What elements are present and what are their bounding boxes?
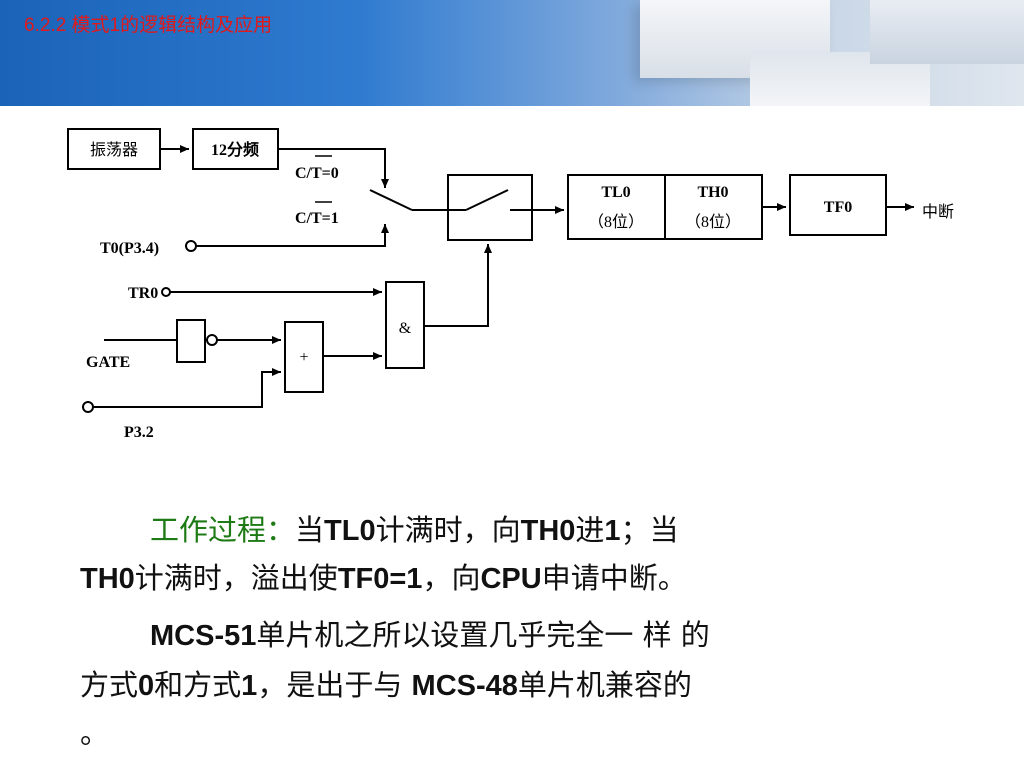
and-gate-label: & — [399, 320, 412, 337]
text-run: 进 — [575, 513, 605, 547]
timer-mode1-logic-diagram: 振荡器 12分频 C/T=0 C/T=1 T0(P3.4) TR0 GATE P… — [67, 128, 954, 441]
decorative-cube — [870, 0, 1024, 64]
tf0-label: TF0 — [824, 199, 852, 216]
wire — [93, 368, 281, 408]
text-run: 方式 — [80, 668, 139, 702]
text-run: 1 — [241, 670, 258, 702]
text-run: CPU — [480, 563, 542, 595]
ct-switch — [369, 189, 413, 211]
text-run: 申请中断。 — [541, 561, 687, 595]
text-run: 计满时，向 — [375, 513, 521, 547]
text-run: 计满时，溢出使 — [134, 561, 338, 595]
t0-pin-label: T0(P3.4) — [100, 240, 159, 257]
divider-label: 12分频 — [211, 140, 259, 159]
text-run: ；当 — [620, 513, 679, 547]
text-run: TL0 — [324, 515, 376, 547]
control-switch-box — [447, 174, 533, 241]
text-run: 单片机兼容的 — [517, 668, 692, 702]
slide-title: 6.2.2 模式1的逻辑结构及应用 — [24, 15, 273, 36]
ct1-label: C/T=1 — [295, 210, 339, 227]
th0-label: TH0 — [697, 184, 728, 201]
text-run: 和方式 — [154, 668, 242, 702]
tl0-bits-label: （8位） — [588, 213, 644, 231]
interrupt-label: 中断 — [922, 203, 954, 221]
text-run: MCS-48 — [411, 670, 518, 702]
th0-bits-label: （8位） — [685, 213, 741, 231]
ct0-label: C/T=0 — [295, 165, 339, 182]
tr0-terminal — [161, 287, 171, 297]
paragraph-1-line-2: TH0计满时，溢出使TF0=1，向CPU申请中断。 — [80, 553, 687, 604]
tf0-box — [789, 174, 887, 236]
not-gate — [176, 319, 206, 363]
gate-label: GATE — [86, 354, 130, 371]
process-label: 工作过程： — [150, 513, 296, 547]
text-run: MCS-51 — [150, 620, 257, 652]
control-switch — [465, 189, 509, 211]
oscillator-label: 振荡器 — [90, 141, 138, 159]
text-run: TH0 — [520, 515, 576, 547]
text-run: TF0=1 — [337, 563, 423, 595]
paragraph-2-line-1: MCS-51单片机之所以设置几乎完全一 样 的 — [150, 610, 710, 661]
t0-pin-terminal — [185, 240, 197, 252]
text-run: 当 — [295, 513, 325, 547]
p32-terminal — [82, 401, 94, 413]
tl0-label: TL0 — [601, 184, 630, 201]
text-run: 1 — [604, 515, 621, 547]
p32-label: P3.2 — [124, 424, 154, 441]
text-run: ，向 — [422, 561, 481, 595]
paragraph-2-line-2: 方式0和方式1，是出于与 MCS-48单片机兼容的 — [80, 660, 692, 711]
wire — [424, 244, 492, 327]
text-run: 0 — [138, 670, 155, 702]
text-run: ，是出于与 — [257, 668, 412, 702]
tr0-label: TR0 — [128, 285, 158, 302]
or-gate-label: + — [299, 349, 308, 366]
header-banner: 6.2.2 模式1的逻辑结构及应用 — [0, 0, 1024, 106]
text-run: TH0 — [80, 563, 135, 595]
paragraph-2-line-3: 。 — [80, 716, 110, 750]
paragraph-1-line-1: 工作过程：当TL0计满时，向TH0进1；当 — [150, 505, 679, 556]
text-run: 单片机之所以设置几乎完全一 样 的 — [256, 618, 710, 652]
wire — [278, 148, 389, 188]
not-gate-bubble — [206, 334, 218, 346]
wire — [196, 224, 389, 247]
